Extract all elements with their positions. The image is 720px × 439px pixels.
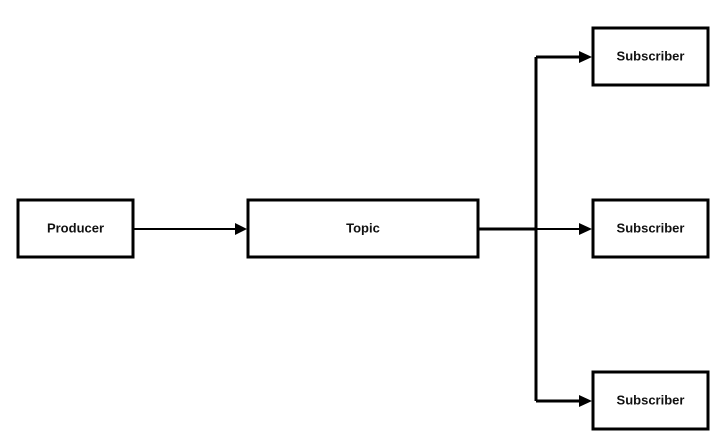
topic-node: Topic bbox=[246, 198, 480, 259]
subscriber-label-3: Subscriber bbox=[617, 392, 685, 407]
subscriber-label-2: Subscriber bbox=[617, 220, 685, 235]
subscriber-2-arrowhead bbox=[579, 223, 592, 235]
producer-box bbox=[16, 198, 135, 259]
subscriber-label-1: Subscriber bbox=[617, 48, 685, 63]
producer-node: Producer bbox=[16, 198, 135, 259]
topic-label: Topic bbox=[346, 220, 380, 235]
producer-to-topic-arrowhead bbox=[235, 223, 247, 235]
subscriber-box-1 bbox=[591, 26, 710, 87]
topic-box bbox=[246, 198, 480, 259]
subscriber-box-3 bbox=[591, 370, 710, 431]
subscriber-3-arrowhead bbox=[579, 395, 592, 407]
subscriber-node-3: Subscriber bbox=[591, 370, 710, 431]
producer-label: Producer bbox=[47, 220, 104, 235]
subscriber-1-arrowhead bbox=[579, 51, 592, 63]
subscriber-node-1: Subscriber bbox=[591, 26, 710, 87]
subscriber-node-2: Subscriber bbox=[591, 198, 710, 259]
subscriber-box-2 bbox=[591, 198, 710, 259]
